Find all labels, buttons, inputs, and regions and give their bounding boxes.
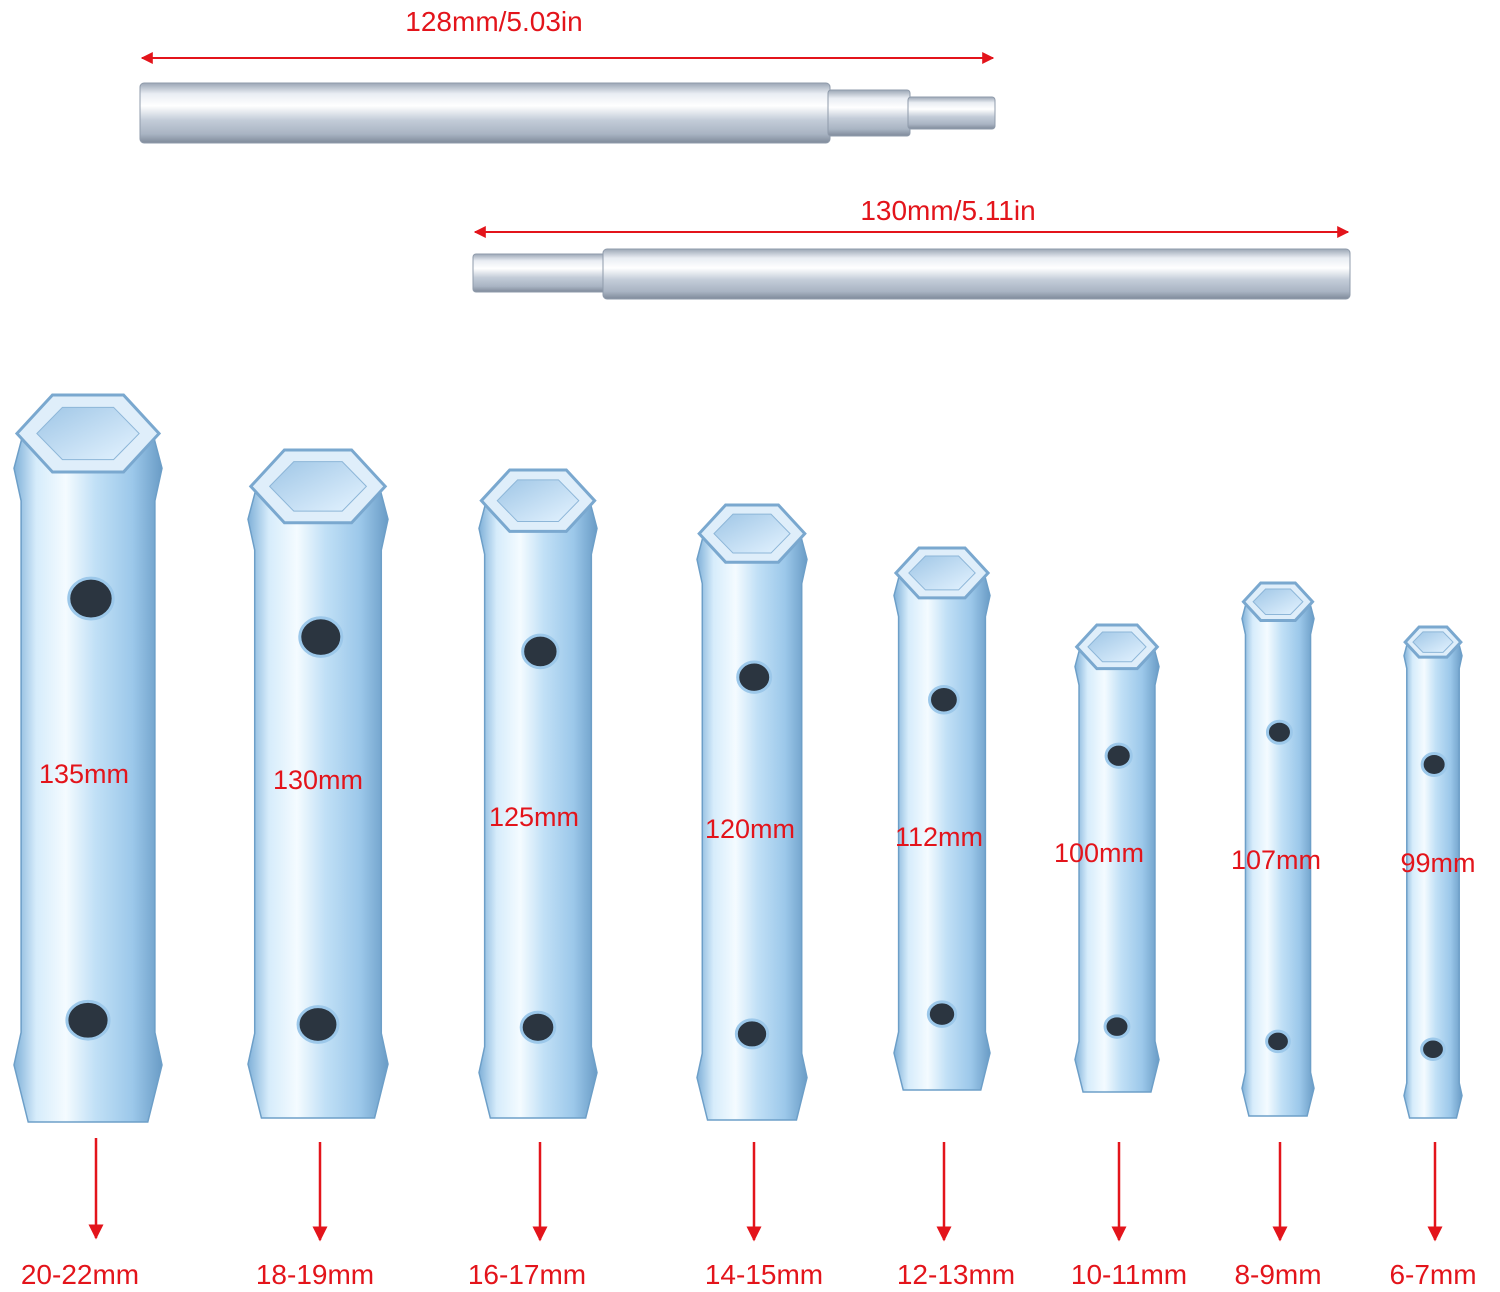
tube-4-upper-hole	[736, 660, 773, 694]
tube-8-body	[1403, 637, 1463, 1119]
tube-7-lower-hole	[1265, 1029, 1291, 1054]
tube-7-body	[1241, 596, 1315, 1117]
tube-3-length-label: 125mm	[489, 802, 579, 832]
tube-5-length-label: 112mm	[895, 822, 983, 852]
tube-2-hex-bore	[268, 461, 368, 512]
tube-1-body	[13, 422, 163, 1123]
tube-6-hex-bore	[1087, 631, 1147, 663]
tube-2-length-label: 130mm	[273, 765, 363, 795]
tube-spanner-4: 120mm 14-15mm	[696, 503, 823, 1290]
bar-2-thick-section	[602, 248, 1351, 300]
tube-3-hex-bore	[496, 479, 580, 523]
tube-6-body	[1074, 640, 1160, 1093]
tube-1-length-label: 135mm	[39, 759, 129, 789]
tube-spanner-5: 112mm 12-13mm	[893, 546, 1015, 1290]
bar-1-mid-section	[827, 89, 911, 137]
tube-spanner-set: 135mm 20-22mm 130mm 18-19mm 125mm 16-17mm 120m…	[13, 393, 1477, 1290]
tube-6-upper-hole	[1104, 742, 1133, 769]
tube-1-hex-bore	[36, 406, 140, 461]
tube-spanner-7: 107mm 8-9mm	[1231, 581, 1322, 1290]
tube-spanner-6: 100mm 10-11mm	[1054, 623, 1187, 1290]
tube-spanner-2: 130mm 18-19mm	[247, 448, 389, 1290]
tube-3-size-label: 16-17mm	[468, 1259, 586, 1290]
tube-7-length-label: 107mm	[1231, 845, 1321, 875]
tube-1-upper-hole	[67, 576, 115, 621]
tube-5-size-label: 12-13mm	[897, 1259, 1015, 1290]
bar-2-tip-section	[472, 253, 608, 293]
tube-7-hex-bore	[1252, 588, 1304, 615]
tube-2-size-label: 18-19mm	[256, 1259, 374, 1290]
tube-2-lower-hole	[296, 1005, 340, 1044]
tube-2-body	[247, 476, 389, 1119]
tube-2-upper-hole	[298, 616, 344, 658]
tommy-bar-2: 130mm/5.11in	[472, 195, 1351, 300]
tube-1-size-label: 20-22mm	[21, 1259, 139, 1290]
bar-1-tip-section	[907, 96, 996, 130]
tube-3-body	[478, 491, 598, 1119]
tube-8-length-label: 99mm	[1400, 848, 1475, 878]
tube-4-body	[696, 525, 808, 1121]
bar-1-length-label: 128mm/5.03in	[405, 6, 582, 37]
tube-6-length-label: 100mm	[1054, 838, 1144, 868]
tube-8-lower-hole	[1420, 1037, 1446, 1061]
tube-spanner-1: 135mm 20-22mm	[13, 393, 163, 1290]
tube-8-size-label: 6-7mm	[1389, 1259, 1476, 1290]
tube-1-lower-hole	[65, 999, 111, 1041]
tube-5-upper-hole	[928, 685, 960, 715]
tube-4-length-label: 120mm	[705, 814, 795, 844]
tube-6-lower-hole	[1103, 1014, 1131, 1039]
tube-4-lower-hole	[734, 1018, 770, 1050]
tube-6-size-label: 10-11mm	[1071, 1259, 1187, 1290]
tube-7-size-label: 8-9mm	[1234, 1259, 1321, 1290]
tube-7-upper-hole	[1265, 719, 1293, 745]
tube-5-body	[893, 565, 991, 1091]
tube-spanner-8: 99mm 6-7mm	[1389, 625, 1477, 1290]
bar-2-length-label: 130mm/5.11in	[860, 195, 1035, 226]
tube-5-lower-hole	[926, 1000, 958, 1028]
tube-3-lower-hole	[519, 1010, 557, 1044]
tube-8-hex-bore	[1412, 631, 1454, 653]
tube-spanner-3: 125mm 16-17mm	[468, 468, 598, 1290]
bar-1-thick-section	[139, 82, 831, 144]
tube-8-upper-hole	[1420, 751, 1448, 778]
tube-3-upper-hole	[521, 633, 560, 670]
tube-5-hex-bore	[908, 555, 976, 591]
tube-4-hex-bore	[713, 513, 791, 554]
tommy-bar-1: 128mm/5.03in	[139, 6, 996, 144]
tube-4-size-label: 14-15mm	[705, 1259, 823, 1290]
